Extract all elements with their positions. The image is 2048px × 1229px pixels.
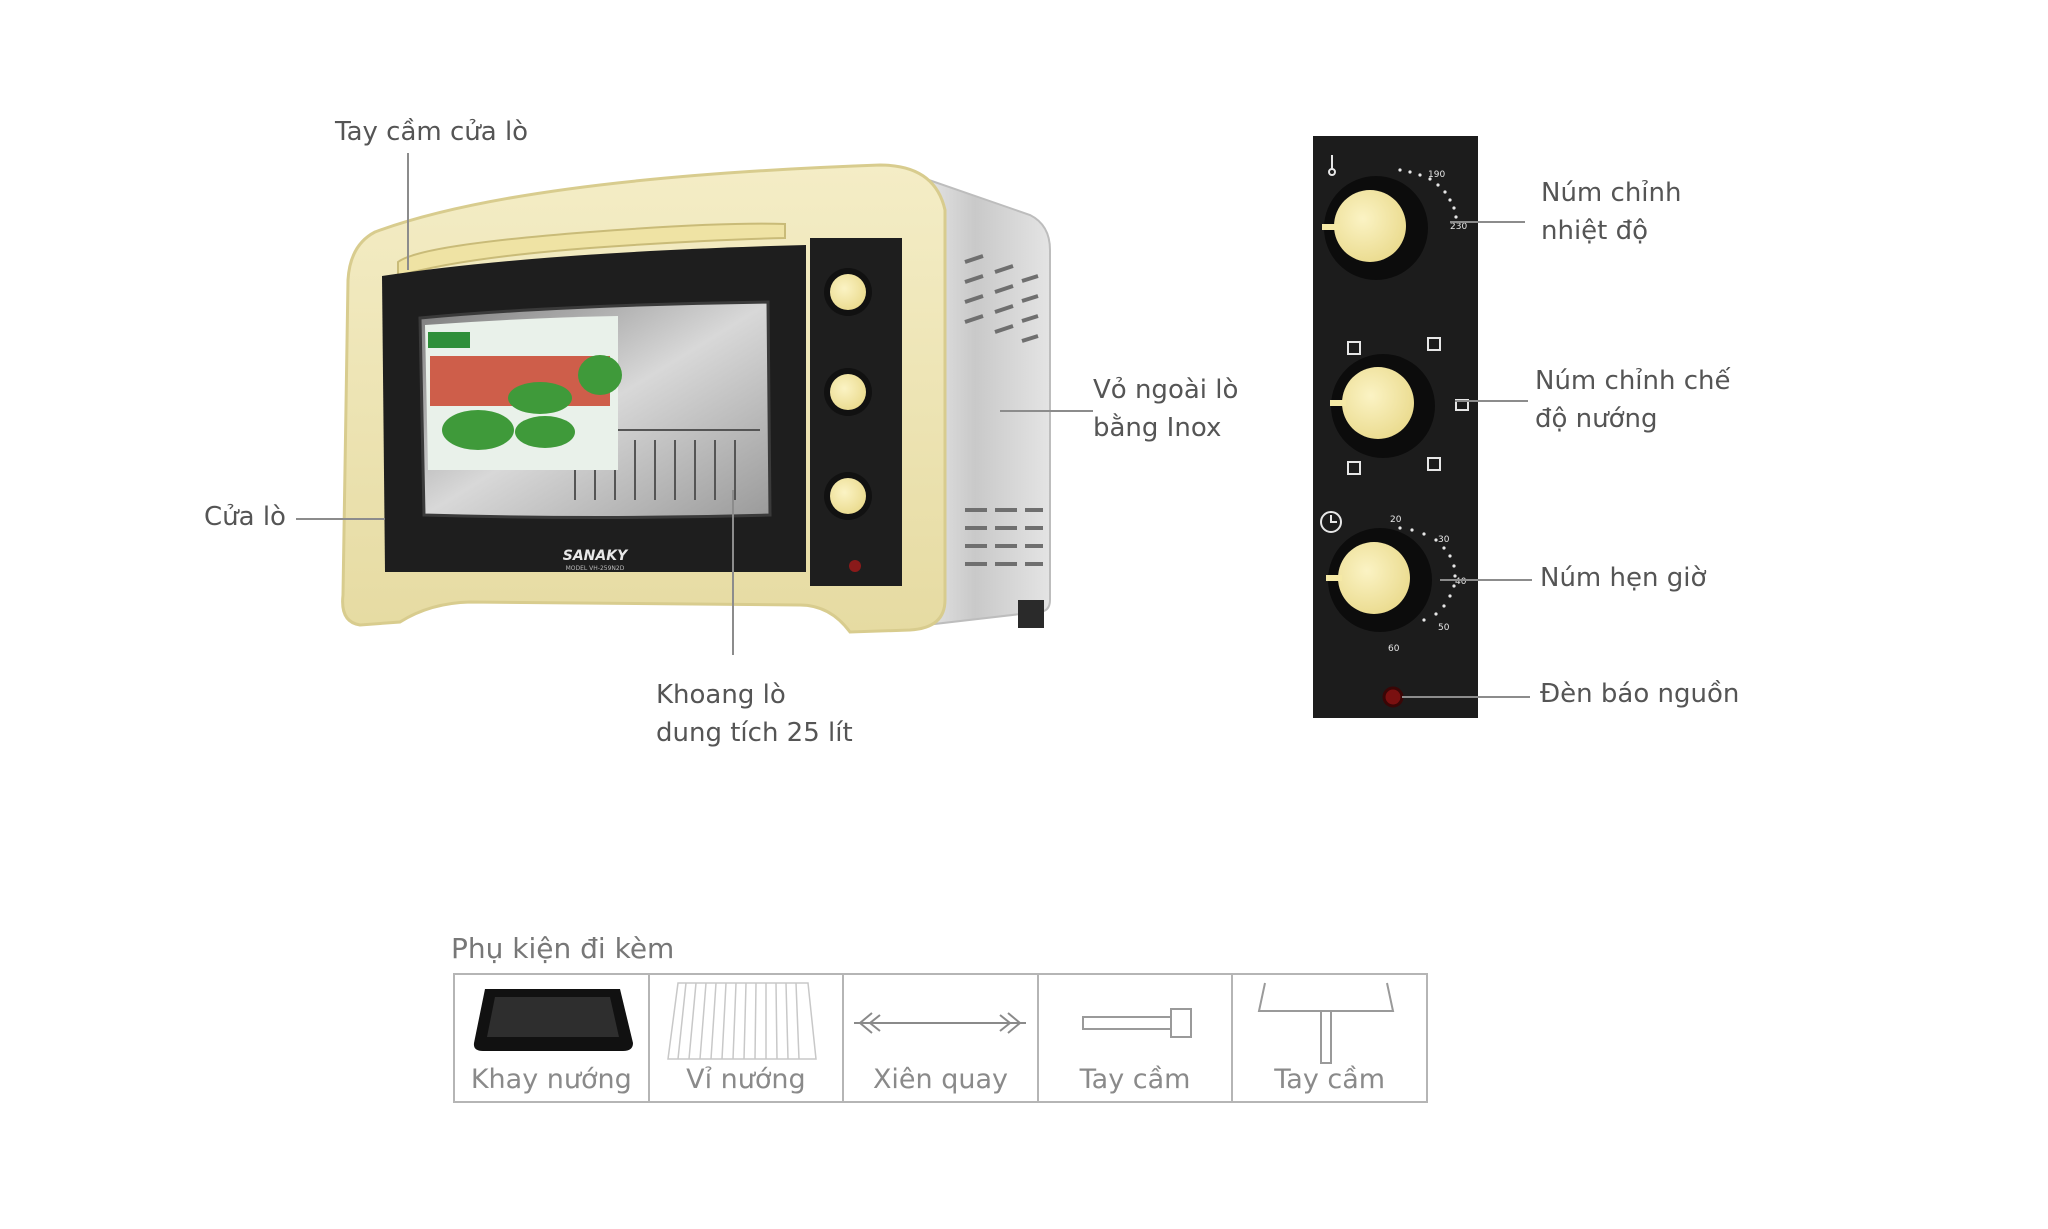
- label-cavity-line1: Khoang lò: [656, 680, 786, 710]
- timer-knob: [1326, 528, 1432, 632]
- oven-power-light: [849, 560, 861, 572]
- oven-sticker: [425, 316, 622, 470]
- label-temp-knob-line2: nhiệt độ: [1541, 216, 1649, 246]
- label-mode-knob-line1: Núm chỉnh chế: [1535, 366, 1731, 396]
- clock-icon: [1320, 511, 1342, 533]
- accessory-rotisserie-spit: Xiên quay: [844, 975, 1039, 1101]
- label-cavity-line2: dung tích 25 lít: [656, 718, 853, 748]
- oven-knob-mode: [824, 368, 872, 416]
- accessory-tray-handle: Tay cầm: [1233, 975, 1426, 1101]
- oven-knob-timer: [824, 472, 872, 520]
- timer-mark-50: 50: [1438, 623, 1450, 633]
- timer-dial-scale: [1398, 526, 1457, 622]
- accessory-label: Xiên quay: [872, 1064, 1009, 1095]
- label-shell-line1: Vỏ ngoài lò: [1093, 375, 1239, 405]
- panel-leader-lines: [1402, 221, 1532, 698]
- oven-brand: SANAKY: [563, 548, 629, 564]
- timer-mark-20: 20: [1390, 515, 1402, 525]
- oven-vents: [964, 254, 1043, 566]
- tray-handle-icon: [1258, 982, 1395, 1064]
- temp-mark-high: 190: [1428, 170, 1445, 180]
- accessory-grill-rack: Vỉ nướng: [650, 975, 845, 1101]
- label-power-light: Đèn báo nguồn: [1540, 679, 1740, 709]
- accessory-label: Vỉ nướng: [686, 1064, 806, 1095]
- timer-mark-60: 60: [1388, 644, 1400, 654]
- temp-dial-scale: [1398, 168, 1458, 219]
- oven-leader-lines: [296, 153, 1093, 655]
- grill-rack-icon: [666, 982, 817, 1060]
- panel-closeup: 190 230 20 30 40: [1313, 136, 1478, 718]
- label-mode-knob-line2: độ nướng: [1535, 404, 1658, 434]
- accessory-baking-tray: Khay nướng: [455, 975, 650, 1101]
- temp-mark-max: 230: [1450, 222, 1467, 232]
- mode-knob: [1330, 354, 1435, 458]
- temp-knob: [1322, 176, 1428, 280]
- label-door-handle: Tay cầm cửa lò: [335, 117, 529, 147]
- accessories-title: Phụ kiện đi kèm: [451, 932, 675, 965]
- timer-mark-40: 40: [1455, 577, 1467, 587]
- oven: SANAKY MODEL VH-259N2D: [341, 163, 1051, 634]
- rotisserie-spit-icon: [854, 1012, 1027, 1034]
- label-door: Cửa lò: [204, 502, 286, 532]
- accessory-label: Tay cầm: [1274, 1064, 1386, 1095]
- label-temp-knob-line1: Núm chỉnh: [1541, 178, 1682, 208]
- spit-handle-icon: [1081, 1008, 1192, 1038]
- power-indicator-light: [1382, 686, 1404, 708]
- label-timer-knob: Núm hẹn giờ: [1540, 563, 1707, 593]
- oven-model: MODEL VH-259N2D: [566, 565, 625, 572]
- accessory-label: Tay cầm: [1079, 1064, 1191, 1095]
- timer-mark-30: 30: [1438, 535, 1450, 545]
- oven-knob-temperature: [824, 268, 872, 316]
- baking-tray-icon: [473, 989, 633, 1051]
- accessories-table: Khay nướng Vỉ nướng Xiên quay Tay cầm Ta…: [453, 973, 1428, 1103]
- thermometer-icon: [1328, 155, 1336, 176]
- accessory-label: Khay nướng: [470, 1064, 632, 1095]
- accessory-spit-handle: Tay cầm: [1039, 975, 1234, 1101]
- oven-foot: [1018, 600, 1044, 628]
- door-handle: [397, 222, 786, 278]
- label-shell-line2: bằng Inox: [1093, 413, 1222, 443]
